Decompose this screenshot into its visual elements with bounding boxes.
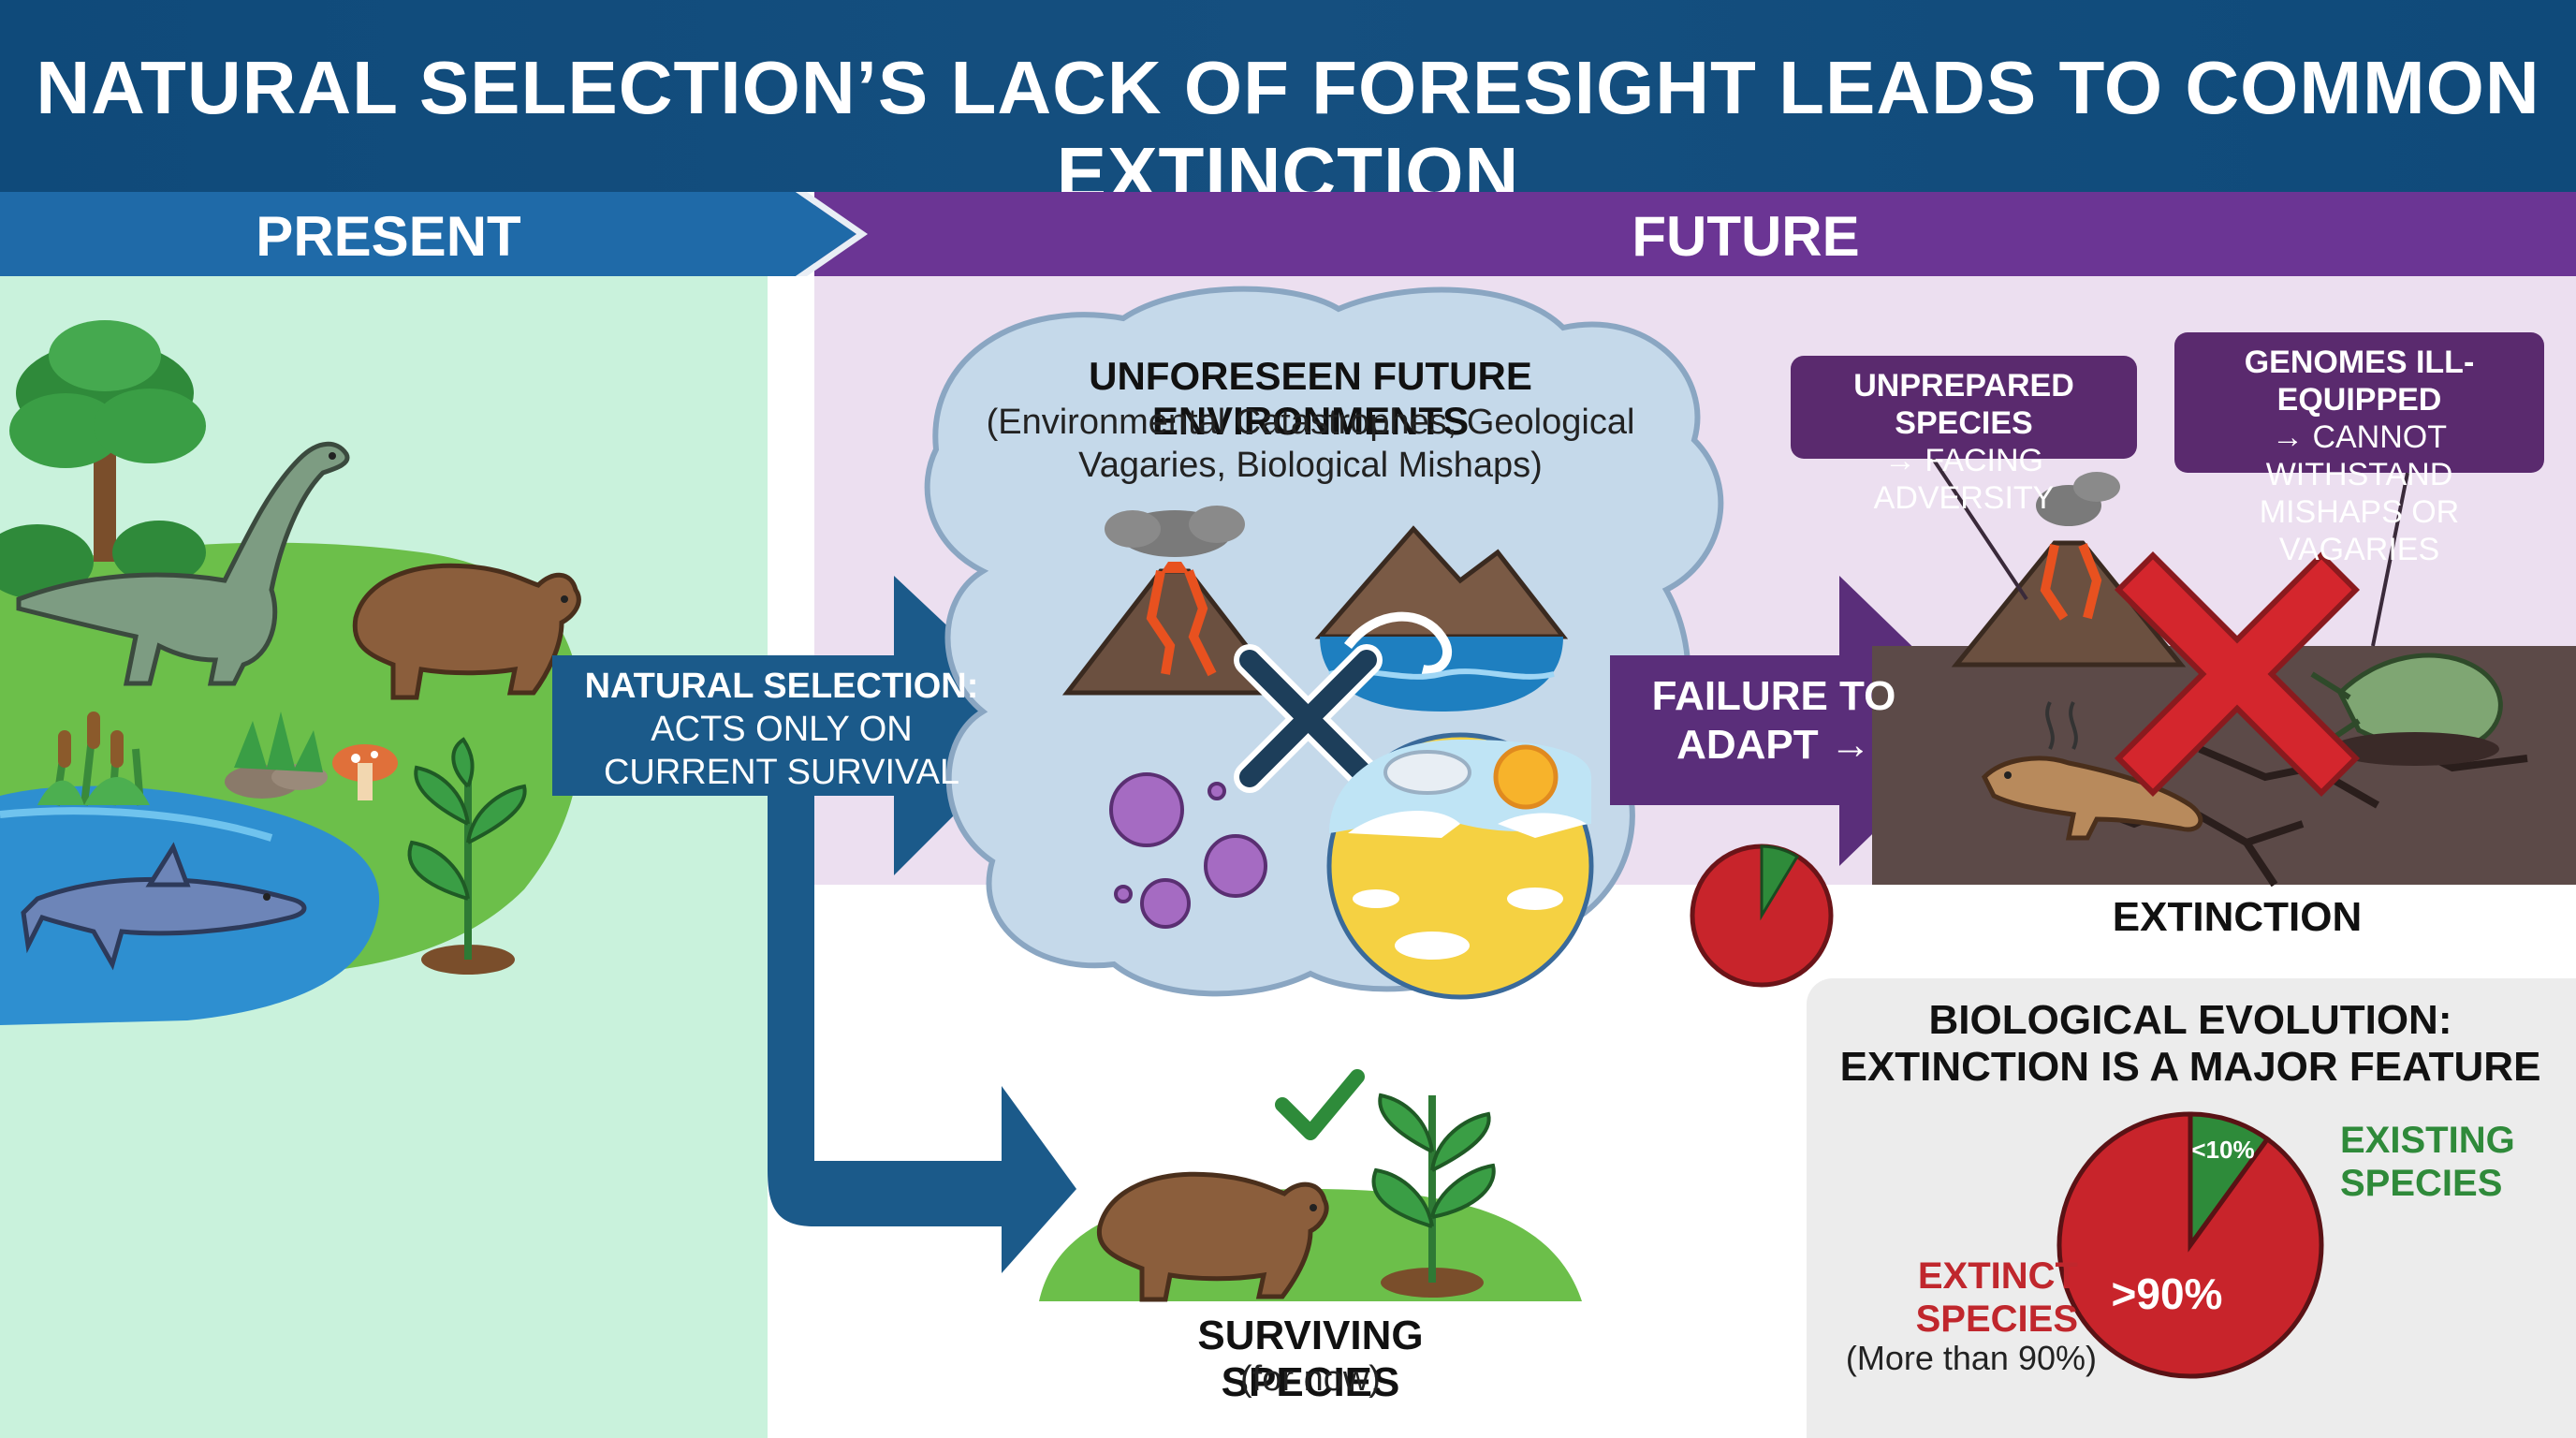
cross-icon [1234, 644, 1383, 793]
natural-selection-line1: ACTS ONLY ON [651, 710, 913, 749]
check-icon [1275, 1069, 1365, 1140]
existing-label-line1: EXISTING [2340, 1120, 2515, 1161]
sapling-icon [407, 737, 527, 975]
volcano-icon [1951, 472, 2187, 668]
volcano-icon [1061, 506, 1288, 696]
sapling-icon [1371, 1093, 1496, 1298]
present-arrow-bar [0, 192, 868, 276]
existing-species-label: EXISTING SPECIES [2340, 1119, 2546, 1205]
natural-selection-arrow [552, 576, 1048, 1226]
present-label: PRESENT [256, 205, 521, 268]
climate-icon [1326, 732, 1594, 1000]
small-pie-chart [1690, 844, 1834, 988]
extinct-note: (More than 90%) [1845, 1339, 2097, 1377]
natural-selection-title: NATURAL SELECTION: [584, 667, 979, 706]
dinosaur-icon [16, 441, 350, 686]
cloud-subtitle-line2: Vagaries, Biological Mishaps) [1078, 446, 1543, 485]
cloud-subtitle: (Environmental Catastrophes, Geological … [973, 401, 1647, 487]
extinction-pie-chart [2056, 1111, 2324, 1379]
genomes-callout: GENOMES ILL-EQUIPPED → CANNOT WITHSTAND … [2174, 332, 2544, 567]
extinction-cross-icon [2114, 550, 2361, 798]
extinct-percent-label: >90% [2111, 1269, 2223, 1318]
mushroom-icon [332, 744, 398, 800]
unprepared-sub: → FACING ADVERSITY [1873, 443, 2055, 516]
title-bar [0, 0, 2576, 192]
extinct-species-label: EXTINCT SPECIES [1863, 1255, 2078, 1341]
cloud-subtitle-line1: (Environmental Catastrophes, Geological [986, 403, 1635, 442]
future-bar [814, 192, 2576, 276]
genomes-sub1: → CANNOT WITHSTAND [2265, 419, 2453, 492]
extinct-label-line2: SPECIES [1915, 1299, 2078, 1340]
evolution-title-line2: EXTINCTION IS A MAJOR FEATURE [1839, 1044, 2541, 1090]
virus-icon [1109, 772, 1267, 929]
future-label: FUTURE [1632, 205, 1860, 268]
extinction-label: EXTINCTION [2112, 894, 2363, 940]
pie-slice-extinct-species [2056, 1111, 2324, 1379]
evolution-title-line1: BIOLOGICAL EVOLUTION: [1928, 997, 2452, 1043]
failure-line2: ADAPT → [1676, 722, 1871, 768]
surviving-species-sub: (for now) [1240, 1359, 1381, 1399]
tree-icon [9, 320, 206, 562]
surviving-species-title: SURVIVING SPECIES [1197, 1313, 1424, 1405]
surviving-island [1039, 1069, 1582, 1302]
shark-icon [21, 842, 307, 971]
natural-selection-line2: CURRENT SURVIVAL [603, 753, 960, 792]
bear-icon [352, 563, 581, 700]
page-title: NATURAL SELECTION’S LACK OF FORESIGHT LE… [36, 46, 2540, 215]
failure-label: FAILURE TO ADAPT → [1619, 672, 1928, 770]
failure-line1: FAILURE TO [1651, 673, 1896, 719]
cloud-title: UNFORESEEN FUTURE ENVIRONMENTS [1089, 354, 1532, 443]
extinct-label-line1: EXTINCT [1917, 1255, 2078, 1297]
existing-percent-label: <10% [2191, 1136, 2255, 1164]
dead-creature-icon [2310, 653, 2503, 766]
natural-selection-label: NATURAL SELECTION: ACTS ONLY ON CURRENT … [562, 665, 1002, 794]
rodent-icon [1981, 756, 2203, 841]
unprepared-species-callout: UNPREPARED SPECIES → FACING ADVERSITY [1791, 356, 2137, 516]
evolution-title: BIOLOGICAL EVOLUTION: EXTINCTION IS A MA… [1835, 997, 2546, 1091]
bear-icon [1096, 1171, 1329, 1302]
existing-label-line2: SPECIES [2340, 1163, 2503, 1204]
unprepared-title: UNPREPARED SPECIES [1853, 368, 2074, 441]
cattail-icon [37, 712, 150, 806]
genomes-sub2: MISHAPS OR VAGARIES [2259, 494, 2460, 567]
genomes-title: GENOMES ILL-EQUIPPED [2244, 345, 2475, 418]
